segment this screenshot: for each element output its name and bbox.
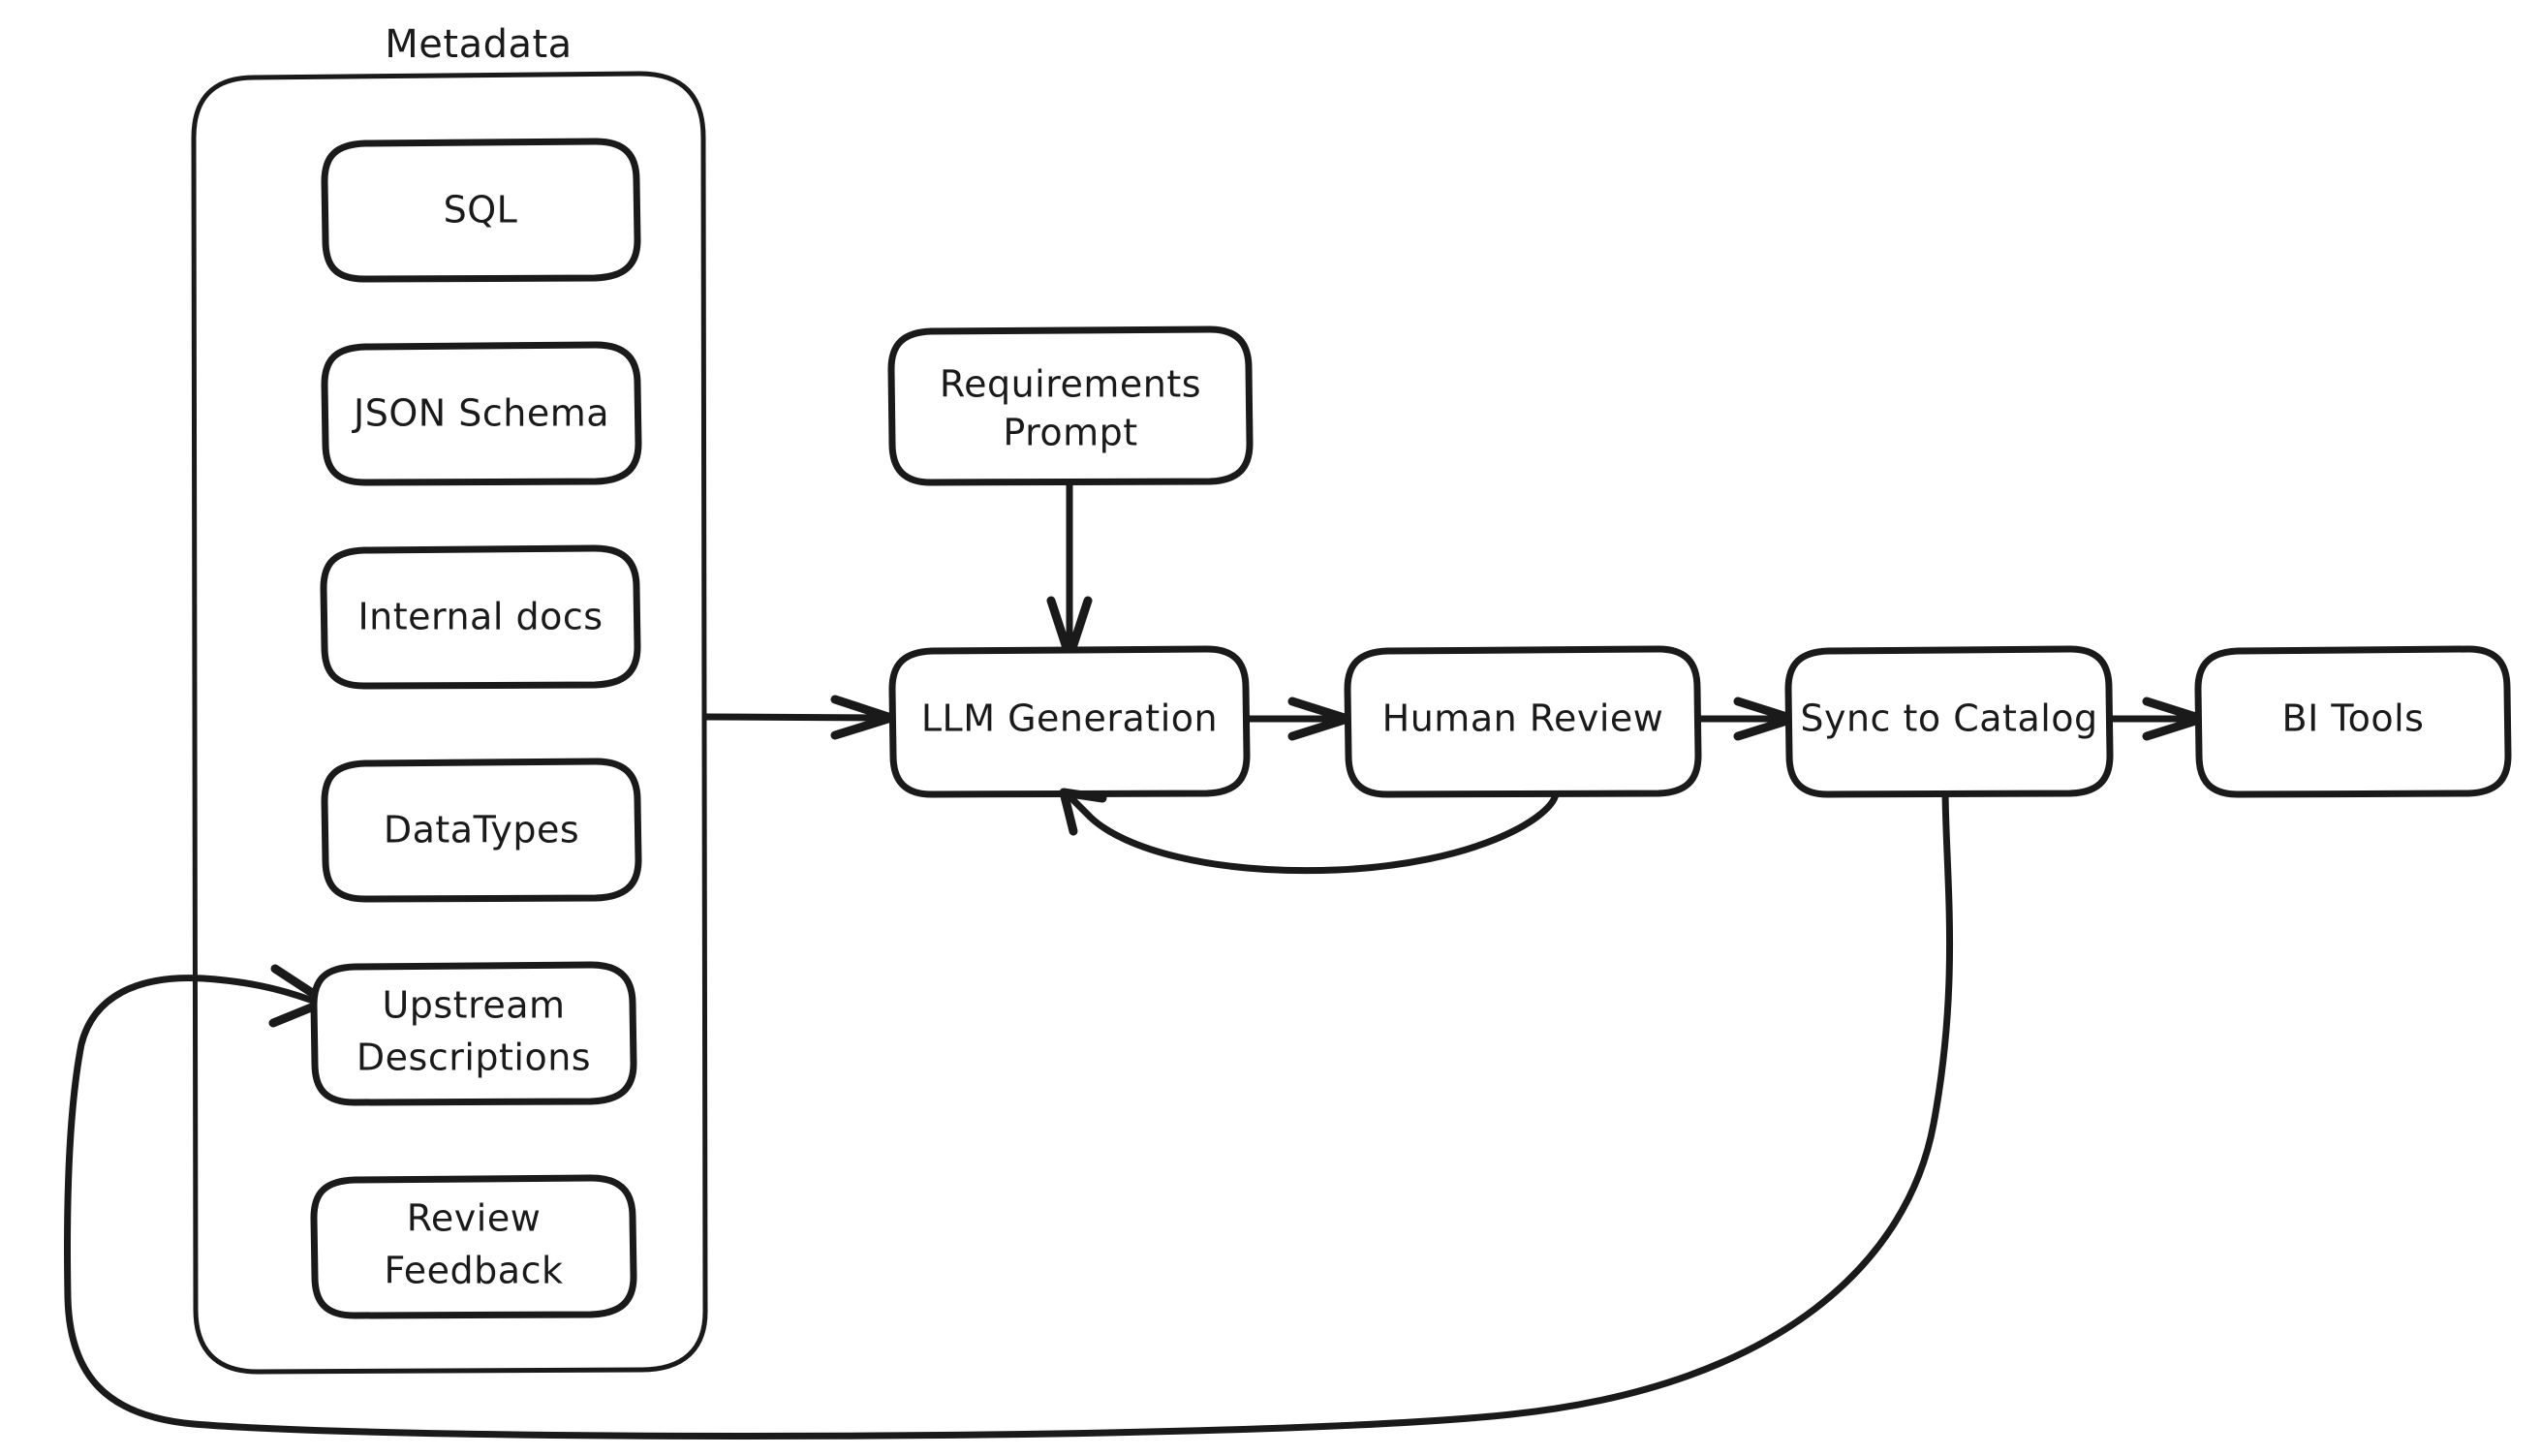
node-upstream-descriptions-label-line2: Descriptions <box>356 1037 591 1079</box>
edge-review-feedback-loop <box>1059 788 1560 875</box>
node-internal-docs-label: Internal docs <box>357 596 603 638</box>
node-json-schema[interactable]: JSON Schema <box>321 341 642 486</box>
node-llm-generation[interactable]: LLM Generation <box>888 645 1251 798</box>
metadata-group-title: Metadata <box>385 22 572 67</box>
edge-llm-to-review <box>1243 697 1352 741</box>
node-sql-label: SQL <box>444 189 518 232</box>
node-requirements-prompt[interactable]: Requirements Prompt <box>887 325 1254 486</box>
node-sync-to-catalog-label: Sync to Catalog <box>1800 697 2097 740</box>
node-sql[interactable]: SQL <box>321 138 641 283</box>
edge-metadata-to-llm <box>701 695 896 740</box>
node-review-feedback-label-line2: Feedback <box>385 1250 564 1292</box>
node-requirements-prompt-label-line1: Requirements <box>940 363 1201 406</box>
metadata-group-container <box>191 71 708 1375</box>
node-datatypes-label: DataTypes <box>384 809 579 852</box>
node-upstream-descriptions-label-line1: Upstream <box>382 984 565 1027</box>
edge-requirements-to-llm <box>1046 479 1093 662</box>
node-internal-docs[interactable]: Internal docs <box>320 544 641 690</box>
edge-sync-to-bi <box>2106 697 2207 741</box>
node-bi-tools-label: BI Tools <box>2282 697 2425 740</box>
node-llm-generation-label: LLM Generation <box>921 697 1218 740</box>
node-review-feedback[interactable]: Review Feedback <box>310 1174 637 1319</box>
node-bi-tools[interactable]: BI Tools <box>2194 645 2512 798</box>
node-sync-to-catalog[interactable]: Sync to Catalog <box>1784 645 2114 798</box>
edge-review-to-sync <box>1694 697 1798 741</box>
node-datatypes[interactable]: DataTypes <box>321 758 642 903</box>
node-human-review-label: Human Review <box>1382 697 1664 740</box>
node-review-feedback-label-line1: Review <box>407 1197 542 1240</box>
node-json-schema-label: JSON Schema <box>352 392 609 435</box>
node-human-review[interactable]: Human Review <box>1344 645 1702 798</box>
node-upstream-descriptions[interactable]: Upstream Descriptions <box>310 961 637 1106</box>
node-requirements-prompt-label-line2: Prompt <box>1003 412 1137 454</box>
